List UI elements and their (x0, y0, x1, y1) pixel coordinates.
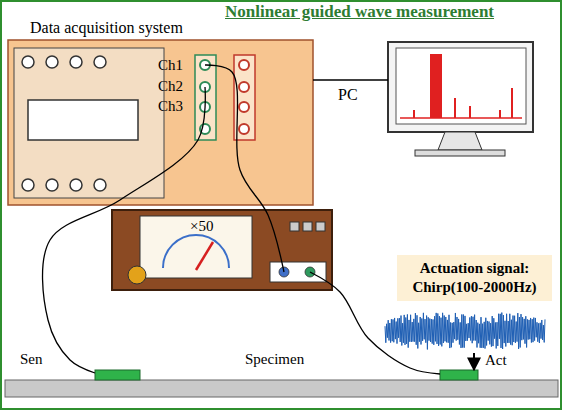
signal-label: Actuation signal: Chirp(100-2000Hz) (397, 255, 552, 301)
specimen-box: Specimen (5, 380, 558, 397)
channel-label: Ch1 (158, 57, 183, 74)
chirp-trace (385, 313, 545, 350)
pc-monitor-box: PC (388, 42, 533, 132)
signal-arrow (473, 353, 475, 370)
pc-monitor (388, 42, 533, 156)
signal-wire (313, 79, 388, 80)
channel-label: Ch3 (158, 98, 183, 115)
daq-box: Data acquisition systemCh1Ch2Ch3 (8, 40, 313, 205)
diagram-title: Nonlinear guided wave measurement (225, 2, 494, 22)
signal-wire (43, 87, 206, 373)
specimen-label: Specimen (245, 351, 304, 368)
sensor-box: Sen (95, 370, 140, 380)
device-label: Data acquisition system (30, 19, 183, 37)
actuator-label: Act (485, 352, 507, 369)
actuator-box: Act (440, 370, 478, 380)
actuator-patch (440, 370, 478, 380)
daq-device (8, 40, 313, 205)
specimen-plate (5, 380, 558, 397)
channel-label: Ch2 (158, 78, 183, 95)
signal-wire (205, 65, 284, 272)
device-label: PC (338, 86, 358, 104)
amplifier-box: ×50 (112, 210, 332, 290)
amplifier (112, 210, 332, 290)
sensor-label: Sen (20, 351, 43, 368)
sensor-patch (95, 370, 140, 380)
signal-box: Actuation signal: Chirp(100-2000Hz) (375, 255, 550, 353)
chirp-waveform (385, 313, 545, 350)
gain-label: ×50 (190, 218, 213, 235)
